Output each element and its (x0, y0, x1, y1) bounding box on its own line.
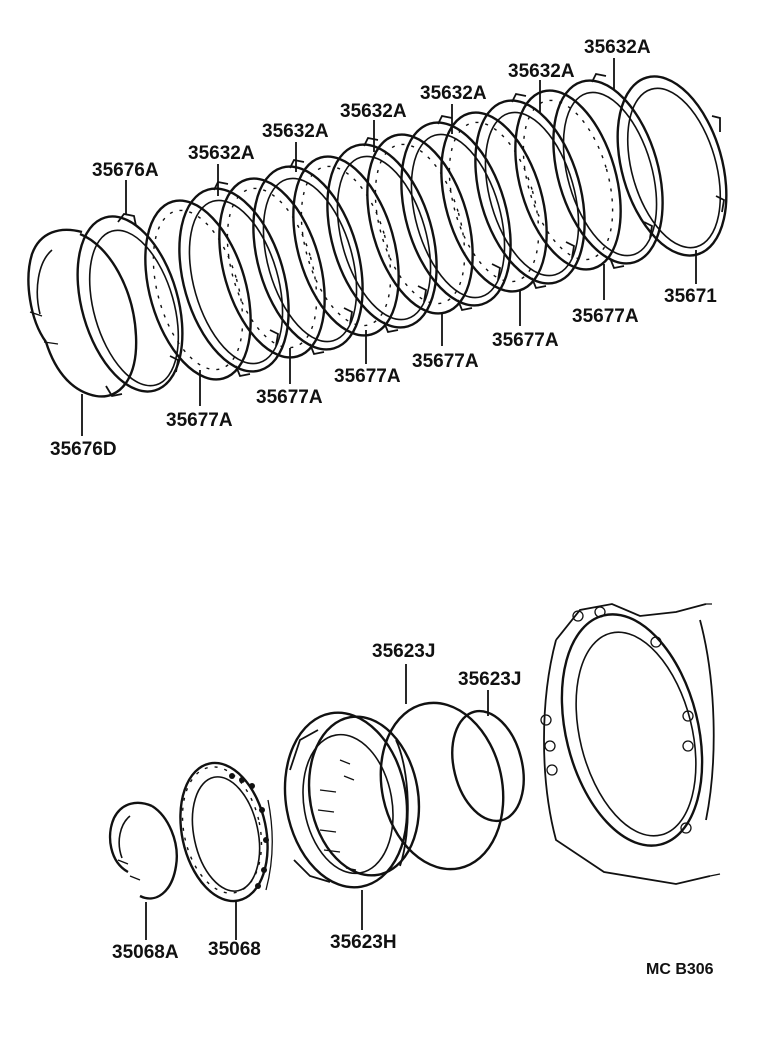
label-35632A-1: 35632A (188, 143, 255, 164)
label-35632A-4: 35632A (420, 83, 487, 104)
disc-ring-4-shape (366, 133, 474, 315)
flange-plate-shape (76, 213, 184, 398)
o-ring-outer-shape (379, 664, 505, 871)
transmission-case-shape (540, 603, 721, 885)
label-35623J-outer: 35623J (372, 641, 435, 662)
plate-ring-3-shape (326, 136, 438, 334)
return-spring-shape (179, 761, 273, 940)
disc-ring-2-shape (218, 177, 326, 359)
part-labels: 35676D 35676A 35632A 35632A 35632A 35632… (50, 37, 717, 978)
disc-ring-5-shape (440, 111, 548, 293)
label-35068: 35068 (208, 939, 261, 960)
cushion-plate-shape (616, 75, 728, 257)
label-35677A-2: 35677A (256, 387, 323, 408)
upper-leader-lines (81, 58, 697, 436)
plate-ring-6-shape (552, 72, 664, 270)
piston-assembly (108, 603, 721, 940)
label-35677A-1: 35677A (166, 410, 233, 431)
plate-ring-5-shape (474, 92, 586, 290)
label-35676D: 35676D (50, 439, 117, 460)
label-35623J-inner: 35623J (458, 669, 521, 690)
o-ring-inner-shape (451, 690, 525, 823)
label-35677A-5: 35677A (492, 330, 559, 351)
plate-ring-4-shape (400, 114, 512, 312)
label-35677A-6: 35677A (572, 306, 639, 327)
label-35632A-2: 35632A (262, 121, 329, 142)
piston-shape (283, 711, 421, 930)
drawing-code: MC B306 (646, 961, 714, 978)
label-35632A-5: 35632A (508, 61, 575, 82)
clutch-pack-assembly (27, 72, 728, 398)
label-35677A-3: 35677A (334, 366, 401, 387)
label-35632A-6: 35632A (584, 37, 651, 58)
label-35676A: 35676A (92, 160, 159, 181)
disc-ring-3-shape (292, 155, 400, 337)
plate-ring-1-shape (178, 180, 290, 378)
snap-ring-lower-shape (108, 801, 178, 940)
label-35068A: 35068A (112, 942, 179, 963)
label-35677A-4: 35677A (412, 351, 479, 372)
disc-ring-1-shape (144, 199, 252, 381)
label-35671: 35671 (664, 286, 717, 307)
label-35632A-3: 35632A (340, 101, 407, 122)
label-35623H: 35623H (330, 932, 397, 953)
plate-ring-2-shape (252, 158, 364, 356)
